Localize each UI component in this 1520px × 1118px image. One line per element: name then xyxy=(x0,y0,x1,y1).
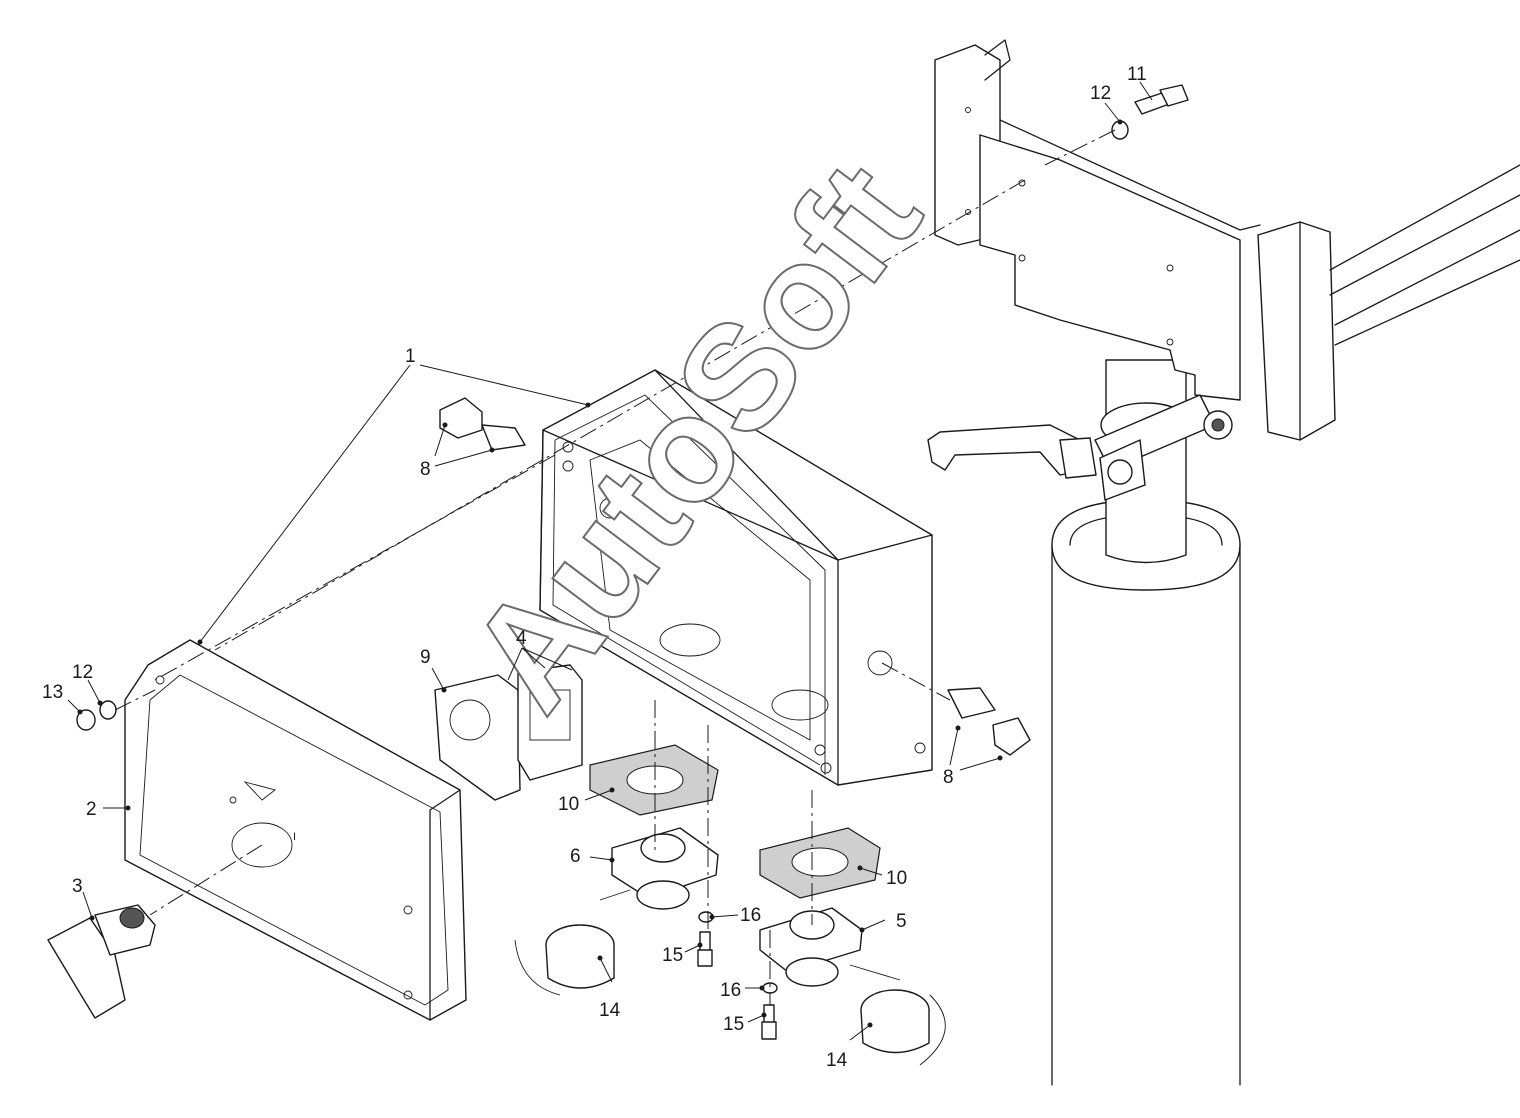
callout-16-left: 16 xyxy=(740,905,761,926)
callout-8-top: 8 xyxy=(420,459,431,480)
callout-numbers: 1 2 3 4 5 6 8 8 9 10 10 11 12 12 13 14 1… xyxy=(42,64,1147,1071)
callout-10-right: 10 xyxy=(886,868,907,889)
cap-right xyxy=(849,964,946,1066)
cable-gland-top xyxy=(439,397,526,451)
callout-1: 1 xyxy=(405,346,416,367)
cable-gland-side xyxy=(947,687,1031,756)
callout-3: 3 xyxy=(72,876,83,897)
callout-8-side: 8 xyxy=(943,767,954,788)
callout-16-right: 16 xyxy=(720,980,741,1001)
callout-4: 4 xyxy=(516,628,527,649)
callout-2: 2 xyxy=(86,799,97,820)
mounting-bracket xyxy=(934,39,1520,441)
screw-15-left xyxy=(697,931,713,967)
cover-mark-label: I xyxy=(293,831,296,843)
connector-6 xyxy=(611,827,719,910)
callout-10-left: 10 xyxy=(558,794,579,815)
screw-15-right xyxy=(761,1004,777,1040)
callout-14-left: 14 xyxy=(599,1000,621,1021)
gasket-left xyxy=(589,744,719,816)
gasket-right xyxy=(759,827,881,899)
callout-9: 9 xyxy=(420,647,431,668)
callout-5: 5 xyxy=(896,911,907,932)
callout-14-right: 14 xyxy=(826,1050,848,1071)
callout-11: 11 xyxy=(1127,64,1147,85)
clamp-handle xyxy=(927,394,1233,501)
nut-13 xyxy=(76,709,96,731)
enclosure-box xyxy=(539,369,933,786)
assembly-axes xyxy=(114,129,1116,1005)
screw-11 xyxy=(1134,84,1189,115)
enclosure-cover: I xyxy=(124,639,467,1021)
contact-blocks xyxy=(434,664,583,801)
callout-6: 6 xyxy=(570,846,581,867)
cap-left xyxy=(514,889,631,996)
selector-switch xyxy=(47,904,156,1019)
callout-13: 13 xyxy=(42,682,63,703)
callout-15-right: 15 xyxy=(723,1014,744,1035)
callout-12-top: 12 xyxy=(1090,83,1111,104)
callout-15-left: 15 xyxy=(662,945,683,966)
callout-12-left: 12 xyxy=(72,662,93,683)
washer-12-left xyxy=(99,700,117,720)
leader-lines xyxy=(67,81,1153,1041)
connector-5 xyxy=(759,907,863,987)
